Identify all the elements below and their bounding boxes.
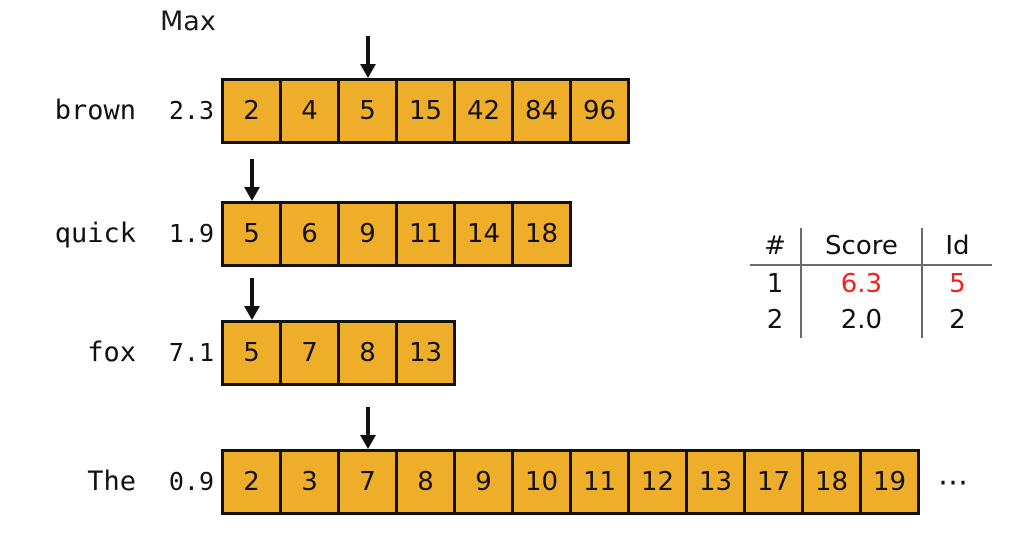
posting-cell[interactable]: 2 xyxy=(221,78,282,144)
score-table-rank: 2 xyxy=(766,305,784,335)
truncation-ellipsis: ⋯ xyxy=(938,464,971,500)
term-label: fox xyxy=(87,337,136,368)
score-table-score: 6.3 xyxy=(800,265,923,302)
posting-cell[interactable]: 6 xyxy=(279,201,340,267)
term-label: The xyxy=(87,466,136,497)
arrow-head xyxy=(243,306,260,320)
score-table-header-row: # Score Id xyxy=(750,228,992,265)
posting-cell[interactable]: 11 xyxy=(569,449,630,515)
posting-cell[interactable]: 11 xyxy=(395,201,456,267)
posting-cell[interactable]: 5 xyxy=(221,201,282,267)
score-table-header-score: Score xyxy=(800,228,923,265)
arrow-shaft xyxy=(365,36,370,68)
posting-cell[interactable]: 7 xyxy=(337,449,398,515)
posting-cell[interactable]: 10 xyxy=(511,449,572,515)
cursor-arrow-icon xyxy=(359,36,377,78)
arrow-shaft xyxy=(249,159,254,191)
posting-cell[interactable]: 18 xyxy=(511,201,572,267)
score-table-header-num: # xyxy=(764,231,786,261)
posting-cell[interactable]: 17 xyxy=(743,449,804,515)
posting-cell[interactable]: 15 xyxy=(395,78,456,144)
posting-cell[interactable]: 8 xyxy=(337,320,398,386)
score-table-id: 5 xyxy=(949,269,966,299)
posting-cell[interactable]: 12 xyxy=(627,449,688,515)
term-max-score: 0.9 xyxy=(168,467,214,496)
score-table-score: 2.0 xyxy=(800,302,923,338)
cursor-arrow-icon xyxy=(243,278,261,320)
posting-cell[interactable]: 5 xyxy=(337,78,398,144)
posting-cell[interactable]: 4 xyxy=(279,78,340,144)
score-table-rank: 1 xyxy=(766,269,784,299)
posting-cell[interactable]: 8 xyxy=(395,449,456,515)
arrow-head xyxy=(243,187,260,201)
arrow-head xyxy=(359,64,376,78)
posting-cell[interactable]: 96 xyxy=(569,78,630,144)
arrow-head xyxy=(359,435,376,449)
posting-cell[interactable]: 13 xyxy=(395,320,456,386)
posting-cell[interactable]: 7 xyxy=(279,320,340,386)
term-label: brown xyxy=(54,95,136,126)
posting-cell[interactable]: 3 xyxy=(279,449,340,515)
cursor-arrow-icon xyxy=(243,159,261,201)
score-table-header-id: Id xyxy=(945,231,970,261)
term-max-score: 2.3 xyxy=(168,96,214,125)
score-table-id: 2 xyxy=(949,305,966,335)
max-column-label: Max xyxy=(160,6,216,37)
posting-cell[interactable]: 5 xyxy=(221,320,282,386)
posting-cell[interactable]: 13 xyxy=(685,449,746,515)
posting-cell[interactable]: 9 xyxy=(453,449,514,515)
term-max-score: 7.1 xyxy=(168,338,214,367)
posting-cell[interactable]: 42 xyxy=(453,78,514,144)
cursor-arrow-icon xyxy=(359,407,377,449)
posting-cell[interactable]: 18 xyxy=(801,449,862,515)
posting-cell[interactable]: 14 xyxy=(453,201,514,267)
posting-cell[interactable]: 19 xyxy=(859,449,920,515)
posting-cell[interactable]: 9 xyxy=(337,201,398,267)
arrow-shaft xyxy=(365,407,370,439)
posting-cell[interactable]: 84 xyxy=(511,78,572,144)
term-max-score: 1.9 xyxy=(168,219,214,248)
arrow-shaft xyxy=(249,278,254,310)
posting-cell[interactable]: 2 xyxy=(221,449,282,515)
term-label: quick xyxy=(54,218,136,249)
